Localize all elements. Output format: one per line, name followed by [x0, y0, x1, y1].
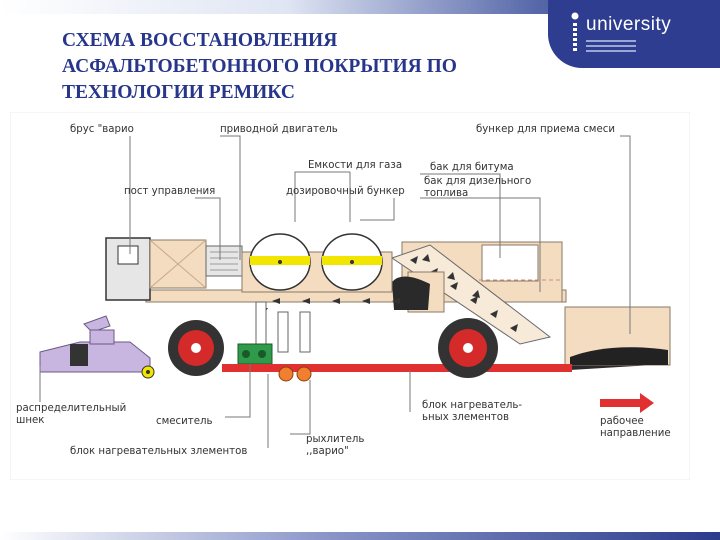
- rear-wheel: [438, 318, 498, 378]
- label-blok-right-1: блок нагреватель-: [422, 400, 522, 411]
- engine-grille: [210, 251, 238, 271]
- cab-window: [117, 245, 139, 265]
- diesel-tank-box: [481, 244, 539, 282]
- label-rabochee-1: рабочее: [600, 416, 644, 427]
- direction-arrow: [600, 393, 654, 413]
- label-privod: приводной двигатель: [220, 124, 338, 135]
- label-brus: брус "варио: [70, 124, 134, 135]
- gas-tank-left: [249, 233, 311, 291]
- hopper-mix: [570, 347, 668, 365]
- logo-tab: university: [548, 0, 720, 68]
- dosing-mix: [392, 276, 430, 310]
- scarifier-vario-2: [296, 366, 312, 382]
- bottom-gradient-bar: [0, 532, 720, 540]
- beam-vario: [83, 315, 111, 333]
- conveyor: [390, 244, 552, 345]
- university-emblem-icon: [571, 12, 579, 51]
- front-wheel: [168, 320, 224, 376]
- title-line-2: АСФАЛЬТОБЕТОННОГО ПОКРЫТИЯ ПО: [62, 56, 457, 77]
- label-bunker-smesi: бункер для приема смеси: [476, 124, 615, 135]
- label-shnek-1: распределительный: [16, 403, 126, 414]
- gas-tank-right: [321, 233, 383, 291]
- label-blok-bottom: блок нагревательных злементов: [70, 446, 247, 457]
- remix-machine-diagram: брус "варио приводной двигатель Емкости …: [10, 112, 690, 480]
- heater-block-front: [222, 364, 322, 372]
- label-blok-right-2: ьных злементов: [422, 412, 509, 423]
- title-line-3: ТЕХНОЛОГИИ РЕМИКС: [62, 82, 296, 103]
- leader-lines: [39, 135, 631, 448]
- label-post: пост управления: [124, 186, 215, 197]
- label-smesitel: смеситель: [156, 416, 213, 427]
- label-emkosti: Емкости для газа: [308, 160, 402, 171]
- label-ryhlitel-2: ,,вариo": [306, 446, 349, 457]
- logo-subtitle-lines: [586, 40, 636, 55]
- label-bak-diesel-1: бак для дизельного: [424, 176, 531, 187]
- label-bak-diesel-2: топлива: [424, 188, 468, 199]
- drive-engine: [205, 245, 243, 277]
- label-doz-bunker: дозировочный бункер: [286, 186, 405, 197]
- hopper-flow-arrows: [260, 298, 400, 314]
- label-shnek-2: шнек: [16, 415, 44, 426]
- scarifier-vario-1: [278, 366, 294, 382]
- label-rabochee-2: направление: [600, 428, 671, 439]
- title-line-1: СХЕМА ВОССТАНОВЛЕНИЯ: [62, 30, 338, 51]
- logo-text: university: [586, 14, 672, 35]
- page-title: СХЕМА ВОССТАНОВЛЕНИЯ АСФАЛЬТОБЕТОННОГО П…: [62, 28, 522, 106]
- scarifier-legs: [255, 301, 311, 353]
- label-ryhlitel-1: рыхлитель: [306, 434, 364, 445]
- top-gradient-bar: [0, 0, 720, 14]
- label-bak-bitum: бак для битума: [430, 162, 514, 173]
- auger-block: [70, 344, 88, 366]
